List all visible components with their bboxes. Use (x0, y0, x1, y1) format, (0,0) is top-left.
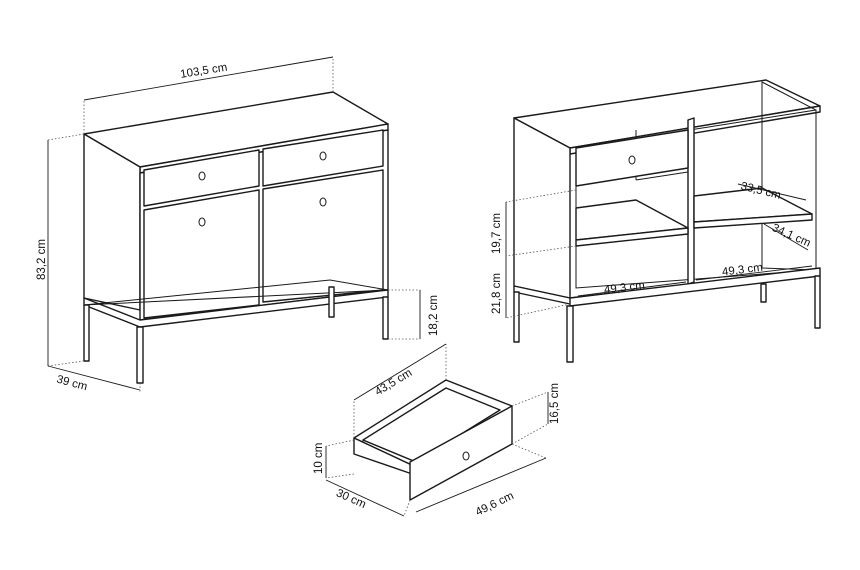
knob-icon (198, 217, 206, 227)
divider (687, 117, 695, 285)
drawer-side-label: 30 cm (334, 487, 368, 511)
leg (328, 286, 335, 318)
drawer-depth-label: 43,5 cm (373, 367, 414, 398)
sideboard-front-view: 103,5 cm 83,2 cm 39 cm 18,2 cm (36, 56, 440, 394)
inner-width-right-label: 49,3 cm (721, 262, 763, 279)
inner-width-left-line (577, 281, 687, 297)
knob-icon (319, 151, 327, 161)
base-back (83, 279, 389, 306)
knob-icon (462, 451, 470, 461)
height-label: 83,2 cm (36, 239, 48, 280)
shelf-left-edge (575, 227, 689, 247)
knob-icon (198, 171, 206, 181)
drawer-view: 43,5 cm 16,5 cm 10 cm 30 cm 49,6 cm (313, 343, 561, 519)
shelf-depth-lower-line (763, 223, 809, 251)
drawer-depth-line (353, 343, 447, 401)
shelf-depth-upper-line (737, 183, 807, 201)
leg (566, 305, 574, 363)
drawer-front-height-label: 16,5 cm (549, 383, 561, 424)
knob-icon (628, 155, 636, 165)
inner-width-left-label: 49,3 cm (603, 280, 645, 297)
width-label: 103,5 cm (180, 62, 229, 81)
lower-gap-label: 21,8 cm (491, 273, 503, 314)
shelf-depth-lower-label: 34,1 cm (770, 222, 812, 250)
leg (814, 275, 821, 329)
drawer-width-line (415, 457, 547, 513)
depth-label: 39 cm (55, 374, 88, 394)
inner-width-right-line (695, 265, 813, 281)
shelf-right-edge (693, 213, 813, 229)
leg (382, 296, 389, 340)
leg-height-label: 18,2 cm (428, 295, 440, 336)
depth-dimension-line (47, 365, 141, 391)
leg (760, 283, 767, 303)
leg (513, 291, 520, 343)
drawer-width-label: 49,6 cm (474, 490, 516, 519)
drawer-side-line (325, 479, 405, 517)
side-panel (513, 117, 571, 299)
leg (83, 304, 90, 362)
knob-icon (319, 197, 327, 207)
drawer-inner-height-label: 10 cm (313, 443, 325, 474)
width-dimension-line (83, 56, 334, 101)
leg (136, 326, 144, 384)
shelf-gap-label: 19,7 cm (491, 213, 503, 254)
sideboard-inside-view: 19,7 cm 21,8 cm 33,5 cm 34,1 cm 49,3 cm … (491, 79, 821, 363)
door-right (262, 169, 384, 303)
